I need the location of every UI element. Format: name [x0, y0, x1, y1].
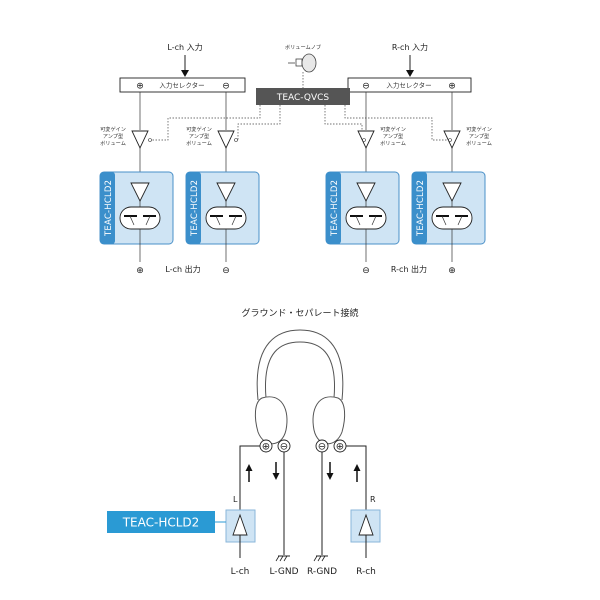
- hcld2-module-4-label: TEAC-HCLD2: [416, 180, 426, 237]
- gain-amp-1-icon: [131, 130, 149, 150]
- l-ch-label: L-ch: [231, 567, 250, 577]
- r-tag: R: [370, 495, 376, 504]
- arrow-up-l-icon: [245, 464, 253, 482]
- ctrl-line-2: [237, 105, 281, 140]
- arrow-up-r-icon: [353, 464, 361, 482]
- svg-text:アンプ型: アンプ型: [189, 132, 209, 140]
- selector-r-minus-icon: ⊖: [362, 82, 370, 92]
- out-4-plus-icon: ⊕: [448, 266, 456, 276]
- hcld2-module-3-label: TEAC-HCLD2: [330, 180, 340, 237]
- ctrl-node-2: [234, 138, 238, 142]
- svg-text:ボリューム: ボリューム: [100, 139, 126, 147]
- ctrl-line-1: [152, 105, 261, 141]
- gain-label-1: 可変ゲイン アンプ型 ボリューム: [100, 125, 126, 147]
- wire-r-ch: [346, 445, 367, 515]
- hcld2-label-box: [107, 511, 215, 533]
- hcld2-label-text: TEAC-HCLD2: [122, 516, 200, 530]
- svg-text:ボリューム: ボリューム: [466, 139, 492, 147]
- l-tag: L: [233, 495, 238, 504]
- wire-l-ch: [239, 445, 260, 515]
- out-3-minus-icon: ⊖: [362, 266, 370, 276]
- qvcs-label: TEAC-QVCS: [276, 93, 330, 103]
- ctrl-line-3: [324, 105, 363, 140]
- r-input-label: R-ch 入力: [392, 42, 428, 52]
- ctrl-node-3: [362, 138, 366, 142]
- out-2-minus-icon: ⊖: [222, 266, 230, 276]
- out-1-plus-icon: ⊕: [136, 266, 144, 276]
- selector-l-plus-icon: ⊕: [136, 82, 144, 92]
- l-gnd-label: L-GND: [269, 567, 298, 577]
- hp-l-minus-icon: ⊖: [280, 442, 288, 453]
- hcld2-module-4: TEAC-HCLD2: [411, 171, 486, 245]
- hcld2-module-2-label: TEAC-HCLD2: [190, 180, 200, 237]
- svg-text:アンプ型: アンプ型: [469, 132, 489, 140]
- l-output-label: L-ch 出力: [165, 264, 200, 274]
- svg-text:ボリューム: ボリューム: [186, 139, 212, 147]
- svg-text:可変ゲイン: 可変ゲイン: [100, 125, 126, 133]
- ground-r-icon: [313, 555, 328, 562]
- hcld2-module-3: TEAC-HCLD2: [325, 171, 400, 245]
- hp-r-minus-icon: ⊖: [318, 442, 326, 453]
- hp-l-plus-icon: ⊕: [262, 442, 270, 453]
- ctrl-node-1: [148, 138, 152, 142]
- gain-label-2: 可変ゲイン アンプ型 ボリューム: [186, 125, 212, 147]
- arrow-down-r-gnd-icon: [326, 462, 334, 480]
- qvcs-box: [256, 88, 350, 105]
- svg-text:アンプ型: アンプ型: [383, 132, 403, 140]
- selector-r-box: [347, 77, 472, 93]
- ctrl-line-4: [344, 105, 447, 141]
- arrow-down-l-gnd-icon: [272, 462, 280, 480]
- l-input-label: L-ch 入力: [167, 42, 202, 52]
- headphones-icon: [254, 329, 346, 445]
- svg-text:可変ゲイン: 可変ゲイン: [186, 125, 212, 133]
- hp-r-plus-icon: ⊕: [336, 442, 344, 453]
- svg-text:ボリューム: ボリューム: [380, 139, 406, 147]
- r-ch-label: R-ch: [356, 567, 376, 577]
- gain-label-3: 可変ゲイン アンプ型 ボリューム: [380, 125, 406, 147]
- selector-r-plus-icon: ⊕: [448, 82, 456, 92]
- selector-l-label: 入力セレクター: [159, 81, 204, 90]
- gain-label-4: 可変ゲイン アンプ型 ボリューム: [466, 125, 492, 147]
- selector-l-box: [119, 77, 246, 93]
- r-gnd-label: R-GND: [307, 567, 337, 577]
- volume-knob-label: ボリュームノブ: [285, 43, 321, 51]
- gain-amp-4-icon: [443, 130, 461, 150]
- svg-text:可変ゲイン: 可変ゲイン: [466, 125, 492, 133]
- hcld2-module-1-label: TEAC-HCLD2: [104, 180, 114, 237]
- ctrl-node-4: [448, 138, 452, 142]
- svg-text:可変ゲイン: 可変ゲイン: [380, 125, 406, 133]
- r-output-label: R-ch 出力: [391, 264, 427, 274]
- l-input-arrowhead: [181, 70, 189, 77]
- svg-text:アンプ型: アンプ型: [103, 132, 123, 140]
- ground-l-icon: [275, 555, 290, 562]
- hcld2-module-2: TEAC-HCLD2: [185, 171, 260, 245]
- hcld2-module-1: TEAC-HCLD2: [99, 171, 174, 245]
- r-input-arrowhead: [406, 70, 414, 77]
- selector-r-label: 入力セレクター: [386, 81, 431, 90]
- gain-amp-2-icon: [217, 130, 235, 150]
- gain-amp-3-icon: [357, 130, 375, 150]
- volume-knob-icon: [288, 53, 317, 73]
- ground-separate-title: グラウンド・セパレート接続: [241, 307, 358, 319]
- selector-l-minus-icon: ⊖: [222, 82, 230, 92]
